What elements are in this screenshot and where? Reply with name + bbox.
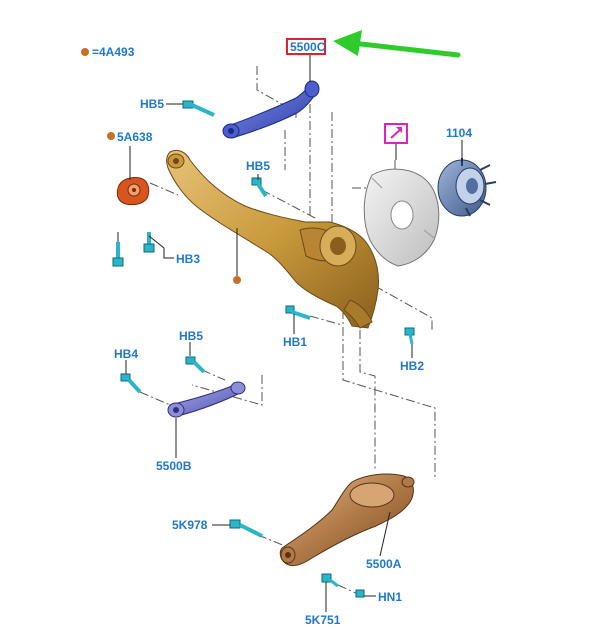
nut-5K751[interactable]	[321, 573, 339, 588]
label-5500B[interactable]: 5500B	[156, 459, 192, 473]
label-5K751[interactable]: 5K751	[305, 613, 341, 627]
bolt-hb5-mid[interactable]	[251, 177, 268, 198]
label-hb5-mid[interactable]: HB5	[246, 159, 270, 173]
brake-shield[interactable]	[363, 168, 440, 267]
part-highlight-box	[286, 38, 326, 55]
label-hb1[interactable]: HB1	[283, 335, 307, 349]
bolt-hb4[interactable]	[120, 373, 142, 394]
bolt-hb3-b[interactable]	[143, 232, 155, 253]
upper-arm-5500C[interactable]	[222, 80, 320, 139]
nut-hn1[interactable]	[355, 589, 365, 598]
bolt-hb2[interactable]	[404, 327, 415, 345]
lower-arm-5500A[interactable]	[279, 473, 415, 566]
bolt-hb5-top[interactable]	[182, 100, 215, 117]
label-hb3[interactable]: HB3	[176, 252, 200, 266]
bushing-5A638[interactable]	[116, 177, 150, 206]
bolt-hb3-a[interactable]	[112, 242, 124, 267]
legend-dot	[81, 48, 89, 56]
label-hn1[interactable]: HN1	[378, 590, 402, 604]
knuckle-assembly[interactable]	[166, 149, 379, 329]
legend-text: =4A493	[92, 45, 135, 59]
link-5500B[interactable]	[167, 381, 246, 418]
label-5500A[interactable]: 5500A	[366, 557, 402, 571]
bolt-5K978[interactable]	[229, 519, 263, 538]
marker-dot-knuckle	[233, 276, 241, 284]
wheel-hub-1104[interactable]	[437, 158, 497, 217]
label-hb5-top[interactable]: HB5	[140, 97, 164, 111]
label-hb2[interactable]: HB2	[400, 359, 424, 373]
label-hb4[interactable]: HB4	[114, 347, 138, 361]
label-5K978[interactable]: 5K978	[172, 518, 208, 532]
edit-note-icon[interactable]	[384, 123, 408, 144]
label-5A638[interactable]: 5A638	[117, 130, 153, 144]
bolt-hb5-low[interactable]	[185, 356, 206, 374]
label-5500C[interactable]: 5500C	[290, 40, 326, 54]
label-1104[interactable]: 1104	[446, 126, 472, 140]
label-hb5-low[interactable]: HB5	[179, 329, 203, 343]
pointer-arrow	[333, 30, 461, 58]
leader-lines	[117, 54, 463, 612]
bolt-hb1[interactable]	[285, 305, 311, 320]
marker-dot-5A638	[107, 132, 115, 140]
